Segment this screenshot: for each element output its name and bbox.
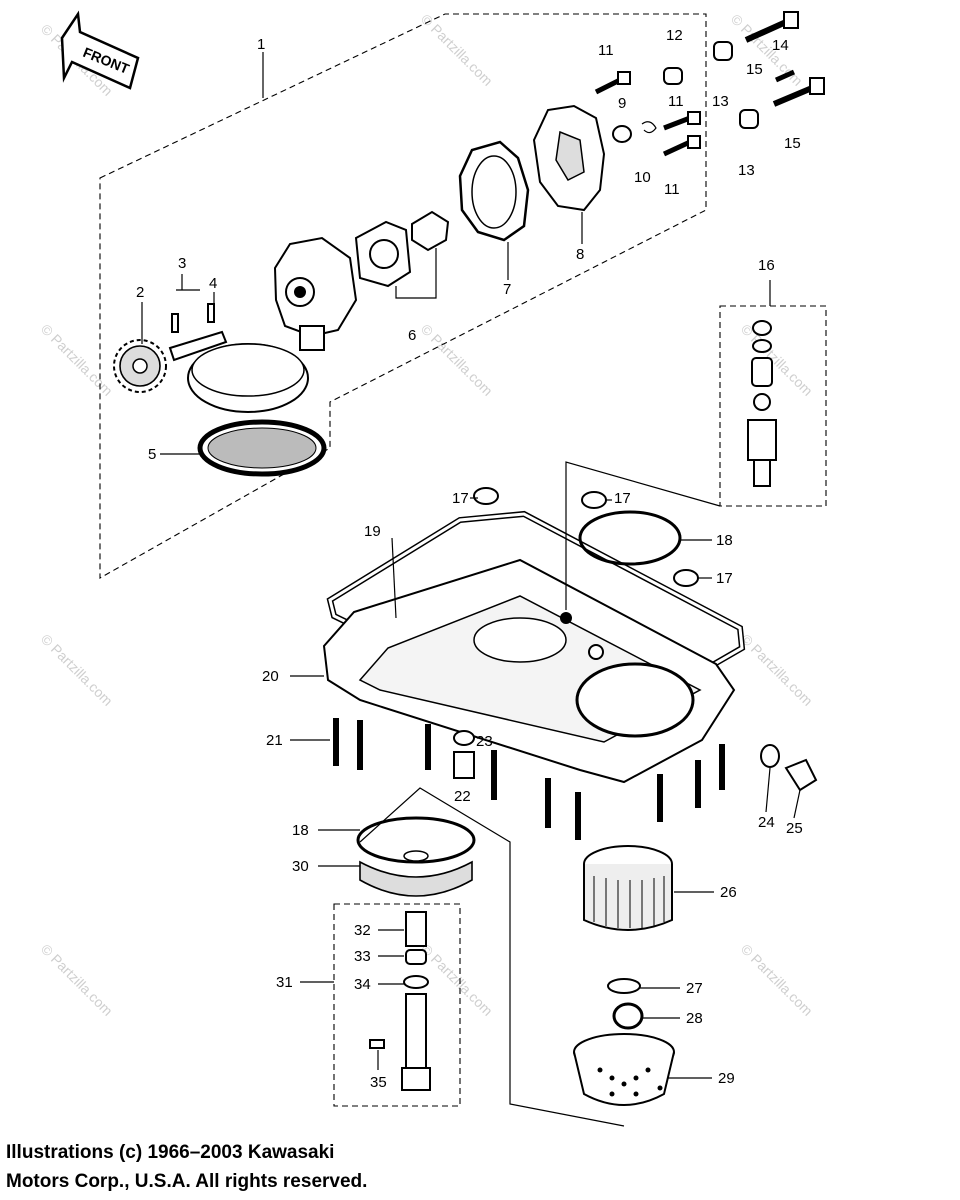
oil-strainer-cup bbox=[187, 343, 309, 413]
filter-small-parts bbox=[607, 978, 644, 1030]
pump-sprocket bbox=[113, 339, 167, 393]
fitting-22-23 bbox=[453, 730, 475, 779]
callout-34: 34 bbox=[354, 976, 371, 993]
callout-33: 33 bbox=[354, 948, 371, 965]
callout-9: 9 bbox=[618, 95, 626, 112]
copyright-line-2: Motors Corp., U.S.A. All rights reserved… bbox=[6, 1171, 368, 1192]
pump-rotors bbox=[354, 210, 450, 299]
callout-12: 12 bbox=[666, 27, 683, 44]
callout-3: 3 bbox=[178, 255, 186, 272]
oil-pump-group-outline bbox=[99, 13, 707, 579]
callout-30: 30 bbox=[292, 858, 309, 875]
pump-body bbox=[273, 236, 358, 351]
callout-5: 5 bbox=[148, 446, 156, 463]
callout-2: 2 bbox=[136, 284, 144, 301]
pan-seals-17 bbox=[473, 487, 699, 587]
callout-13b: 13 bbox=[738, 162, 755, 179]
watermark: © Partzilla.com bbox=[738, 631, 816, 709]
watermark: © Partzilla.com bbox=[38, 941, 116, 1019]
callout-18a: 18 bbox=[716, 532, 733, 549]
pump-fasteners bbox=[594, 11, 825, 157]
callout-21: 21 bbox=[266, 732, 283, 749]
callout-11c: 11 bbox=[664, 181, 680, 198]
watermark: © Partzilla.com bbox=[418, 11, 496, 89]
leader-lines bbox=[141, 212, 801, 1079]
callout-26: 26 bbox=[720, 884, 737, 901]
drain-plug bbox=[760, 744, 818, 792]
copyright-line-1: Illustrations (c) 1966–2003 Kawasaki bbox=[6, 1142, 335, 1163]
pump-cover bbox=[532, 104, 606, 212]
filter-cup bbox=[573, 1033, 675, 1106]
front-arrow: FRONT bbox=[60, 10, 140, 90]
callout-11a: 11 bbox=[598, 42, 614, 59]
watermark: © Partzilla.com bbox=[738, 321, 816, 399]
watermark: © Partzilla.com bbox=[418, 321, 496, 399]
callout-13a: 13 bbox=[712, 93, 729, 110]
watermarks: © Partzilla.com © Partzilla.com © Partzi… bbox=[38, 11, 816, 1019]
callout-15b: 15 bbox=[784, 135, 801, 152]
pump-gasket bbox=[458, 140, 530, 242]
callout-22: 22 bbox=[454, 788, 471, 805]
pan-oring-18 bbox=[578, 510, 682, 566]
callout-17b: 17 bbox=[614, 490, 631, 507]
callout-23: 23 bbox=[476, 733, 493, 750]
callout-8: 8 bbox=[576, 246, 584, 263]
callout-24: 24 bbox=[758, 814, 775, 831]
callout-32: 32 bbox=[354, 922, 371, 939]
callout-35: 35 bbox=[370, 1074, 387, 1091]
callout-1: 1 bbox=[257, 36, 265, 53]
pump-shaft bbox=[168, 303, 228, 362]
copyright-notice: Illustrations (c) 1966–2003 Kawasaki Mot… bbox=[6, 1138, 367, 1196]
watermark: © Partzilla.com bbox=[738, 941, 816, 1019]
filter-bypass-group bbox=[333, 903, 461, 1107]
strainer-screen bbox=[197, 419, 327, 477]
callout-14: 14 bbox=[772, 37, 789, 54]
callout-29: 29 bbox=[718, 1070, 735, 1087]
oil-pan bbox=[322, 558, 736, 784]
callout-18b: 18 bbox=[292, 822, 309, 839]
watermark: © Partzilla.com bbox=[38, 321, 116, 399]
callout-20: 20 bbox=[262, 668, 279, 685]
callout-27: 27 bbox=[686, 980, 703, 997]
callout-7: 7 bbox=[503, 281, 511, 298]
pan-bolts bbox=[333, 718, 725, 840]
callout-6: 6 bbox=[408, 327, 416, 344]
filter-cover bbox=[356, 816, 476, 897]
callout-15a: 15 bbox=[746, 61, 763, 78]
oil-filter-element bbox=[583, 845, 673, 931]
callout-28: 28 bbox=[686, 1010, 703, 1027]
callout-16: 16 bbox=[758, 257, 775, 274]
filter-group-outline bbox=[359, 787, 625, 1127]
callout-numbers: 1 2 3 4 5 6 7 8 9 10 11 11 11 11 12 13 1… bbox=[136, 27, 803, 1091]
callout-10: 10 bbox=[634, 169, 651, 186]
callout-17a: 17 bbox=[452, 490, 469, 507]
watermark: © Partzilla.com bbox=[418, 941, 496, 1019]
callout-4: 4 bbox=[209, 275, 217, 292]
callout-11b: 11 bbox=[668, 93, 684, 110]
callout-17c: 17 bbox=[716, 570, 733, 587]
relief-valve-group bbox=[719, 280, 827, 507]
watermark: © Partzilla.com bbox=[38, 631, 116, 709]
callout-19: 19 bbox=[364, 523, 381, 540]
callout-25: 25 bbox=[786, 820, 803, 837]
callout-31: 31 bbox=[276, 974, 293, 991]
